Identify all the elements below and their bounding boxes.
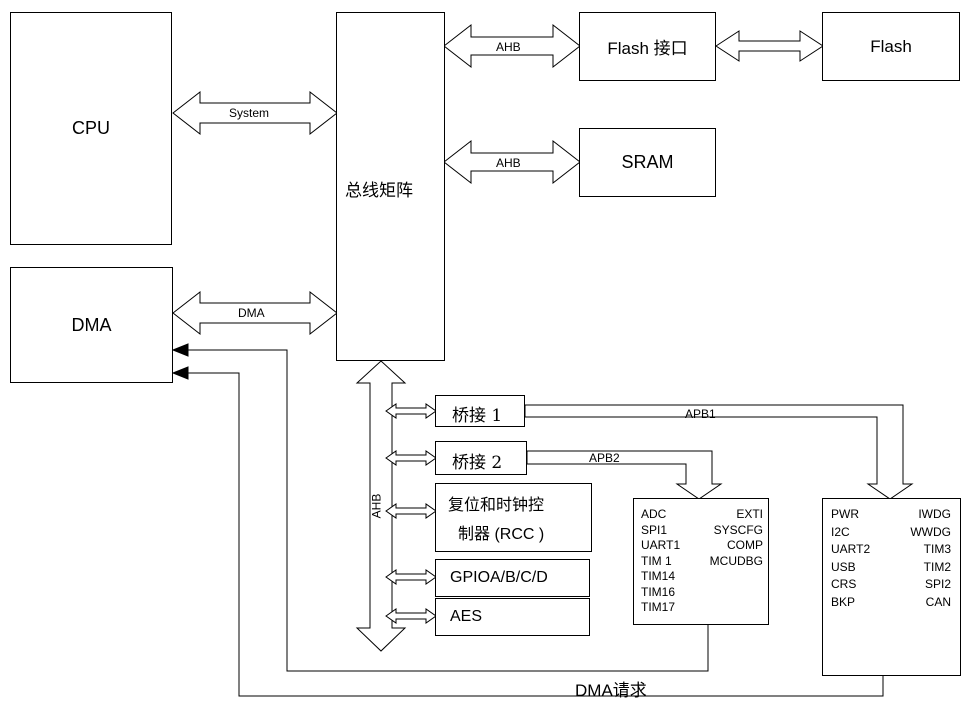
apb1-peripheral-list-right: IWDG WWDG TIM3 TIM2 SPI2 CAN <box>910 506 951 611</box>
rcc-arrow <box>385 503 437 519</box>
bridge1-label: 桥接 1 <box>452 406 503 426</box>
flash-label: Flash <box>870 36 912 56</box>
gpio-label: GPIOA/B/C/D <box>450 569 548 586</box>
bridge2-block: 桥接 2 <box>435 441 527 475</box>
apb1-peripheral-tim2: TIM2 <box>923 559 951 574</box>
apb1-bus-label: APB1 <box>685 407 716 421</box>
bus-matrix-block: 总线矩阵 <box>336 12 445 361</box>
apb1-peripheral-tim3: TIM3 <box>923 542 951 556</box>
cpu-block: CPU <box>10 12 172 245</box>
dma-request-label: DMA请求 <box>575 681 647 700</box>
apb2-peripheral-tim17: TIM17 <box>641 600 676 614</box>
apb2-bus-arrow <box>526 450 723 500</box>
aes-block: AES <box>435 598 590 636</box>
apb2-peripheral-exti: EXTI <box>736 507 763 521</box>
ahb-vertical-arrow <box>355 360 407 652</box>
apb2-peripherals-block: ADC SPI1 UART1 TIM 1 TIM14 TIM16 TIM17 E… <box>633 498 769 625</box>
apb2-peripheral-list-left: ADC SPI1 UART1 TIM 1 TIM14 TIM16 TIM17 <box>641 507 680 616</box>
apb1-peripherals-block: PWR I2C UART2 USB CRS BKP IWDG WWDG TIM3… <box>822 498 961 676</box>
flash-interface-block: Flash 接口 <box>579 12 716 81</box>
bridge2-label: 桥接 2 <box>452 453 503 473</box>
bridge2-arrow <box>385 450 437 466</box>
aes-label: AES <box>450 608 483 625</box>
system-bus-label: System <box>229 106 270 120</box>
dma-request-arrowhead-1 <box>171 343 189 357</box>
apb2-peripheral-uart1: UART1 <box>641 538 681 552</box>
apb2-peripheral-mcudbg: MCUDBG <box>709 553 763 568</box>
rcc-block: 复位和时钟控 制器 (RCC ) <box>435 483 592 552</box>
cpu-label: CPU <box>71 118 110 138</box>
apb2-peripheral-tim1: TIM 1 <box>641 553 672 568</box>
apb1-peripheral-iwdg: IWDG <box>918 507 951 521</box>
flash-block: Flash <box>822 12 960 81</box>
bus-matrix-label: 总线矩阵 <box>345 181 413 200</box>
sram-block: SRAM <box>579 128 716 197</box>
apb1-peripheral-i2c: I2C <box>831 524 850 539</box>
apb2-bus-label: APB2 <box>589 451 620 465</box>
flash-link-arrow <box>715 30 824 62</box>
sram-label: SRAM <box>621 152 674 172</box>
apb2-peripheral-list-right: EXTI SYSCFG COMP MCUDBG <box>710 507 763 569</box>
dma-block: DMA <box>10 267 173 383</box>
ahb-flash-label: AHB <box>496 40 521 54</box>
apb2-peripheral-syscfg: SYSCFG <box>713 522 763 537</box>
dma-label: DMA <box>71 314 112 335</box>
gpio-block: GPIOA/B/C/D <box>435 559 590 597</box>
apb1-peripheral-crs: CRS <box>831 577 857 591</box>
dma-request-line-2 <box>185 372 884 697</box>
apb2-peripheral-adc: ADC <box>641 507 667 521</box>
bridge1-arrow <box>385 403 437 419</box>
rcc-label-line1: 复位和时钟控 <box>448 497 545 514</box>
flash-interface-label: Flash 接口 <box>607 39 688 58</box>
gpio-arrow <box>385 569 437 585</box>
dma-bus-label: DMA <box>238 306 265 320</box>
apb2-peripheral-tim14: TIM14 <box>641 569 676 583</box>
apb1-peripheral-can: CAN <box>925 594 951 609</box>
apb2-peripheral-tim16: TIM16 <box>641 584 676 599</box>
apb1-peripheral-wwdg: WWDG <box>910 524 951 539</box>
rcc-label-line2: 制器 (RCC ) <box>458 526 545 543</box>
apb1-peripheral-list-left: PWR I2C UART2 USB CRS BKP <box>831 506 870 611</box>
apb2-peripheral-spi1: SPI1 <box>641 522 668 537</box>
ahb-sram-label: AHB <box>496 156 521 170</box>
apb1-bus-arrow <box>524 404 914 500</box>
apb1-peripheral-uart2: UART2 <box>831 542 871 556</box>
dma-request-arrowhead-2 <box>171 366 189 380</box>
apb1-peripheral-pwr: PWR <box>831 507 859 521</box>
dma-request-line-1 <box>185 349 709 672</box>
aes-arrow <box>385 608 437 624</box>
apb1-peripheral-bkp: BKP <box>831 594 856 609</box>
apb1-peripheral-spi2: SPI2 <box>924 577 951 591</box>
bridge1-block: 桥接 1 <box>435 395 525 427</box>
apb2-peripheral-comp: COMP <box>727 538 763 552</box>
apb1-peripheral-usb: USB <box>831 559 856 574</box>
ahb-vertical-label: AHB <box>369 493 384 519</box>
